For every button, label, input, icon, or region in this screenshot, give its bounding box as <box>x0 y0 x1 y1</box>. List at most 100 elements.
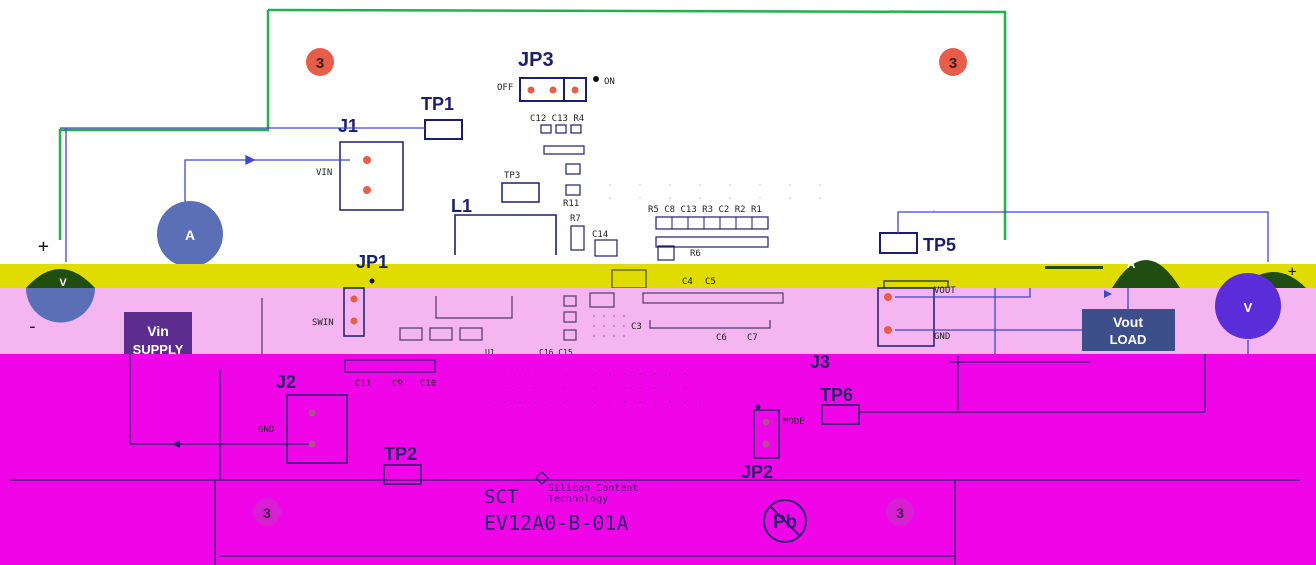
component-c12-c13-r4: C12 C13 R4 R11 <box>530 114 585 209</box>
jp3-off-label: OFF <box>497 83 513 93</box>
arrow-gnd <box>172 440 180 448</box>
connector-j2: J2 GND <box>258 372 348 464</box>
tp3-label: TP3 <box>504 171 520 181</box>
wires-right-upper <box>897 211 1269 262</box>
voltmeter-in-minus: - <box>27 316 38 337</box>
board-edge-top <box>267 8 1007 240</box>
j3-pin-top-label: VOUT <box>934 286 956 296</box>
board-lower-lines <box>10 354 1300 565</box>
jp3-pin-2 <box>549 86 557 94</box>
mounting-hole-label: 3 <box>896 505 904 521</box>
c14-label: C14 <box>592 230 608 240</box>
c12-c13-r4-label: C12 C13 R4 <box>530 114 584 124</box>
j3-pin-bottom-label: GND <box>934 332 950 342</box>
mounting-hole-tr: 3 <box>939 48 967 76</box>
voltmeter-input-body <box>26 288 95 323</box>
jp2-label: JP2 <box>741 462 773 482</box>
vin-supply-box: Vin SUPPLY <box>124 312 192 357</box>
tp5-label: TP5 <box>923 235 956 255</box>
jp2-pin-1 <box>762 418 770 426</box>
j3-label: J3 <box>810 352 830 372</box>
c10-label: C10 <box>420 379 436 389</box>
test-point-tp6: TP6 <box>820 385 860 425</box>
via-grid-magenta <box>488 372 702 404</box>
voltmeter-out-symbol: V <box>1244 300 1253 315</box>
pb-free-label: Pb <box>773 512 797 533</box>
jp3-on-marker <box>593 76 599 82</box>
test-point-tp5: TP5 <box>879 232 956 255</box>
j2-pin-2 <box>308 440 316 448</box>
jumper-jp2: MODE JP2 <box>741 404 805 482</box>
l1-label: L1 <box>451 196 472 216</box>
u1-label: U1 <box>485 348 495 357</box>
ammeter-input: A <box>157 201 223 267</box>
arrow-vout-top <box>1104 290 1112 298</box>
j3-pin-1 <box>884 293 892 301</box>
glitch-band-magenta-lower <box>0 536 1316 565</box>
inductor-l1: L1 <box>451 196 557 255</box>
wire-vin-to-ammeter <box>184 159 350 205</box>
j2-pin-1 <box>308 409 316 417</box>
tick-mark: - <box>932 207 936 215</box>
voltmeter-in-plus: + <box>38 236 49 257</box>
c11-label: C11 <box>355 379 371 389</box>
r6-label: R6 <box>690 249 701 259</box>
vin-supply-line2: SUPPLY <box>133 342 184 357</box>
vout-load-box: Vout LOAD <box>1082 309 1175 351</box>
test-point-tp2: TP2 <box>383 444 422 485</box>
mounting-hole-label: 3 <box>263 505 271 521</box>
company-name-line1: Silicon Content <box>548 483 638 494</box>
jp1-pin-1 <box>350 295 358 303</box>
pb-free-icon: Pb <box>763 499 807 543</box>
j3-pin-2 <box>884 326 892 334</box>
mounting-hole-label: 3 <box>949 55 957 72</box>
jp2-pin-label: MODE <box>783 417 805 427</box>
jp2-pin-2 <box>762 440 770 448</box>
jp3-pin-3 <box>571 86 579 94</box>
jp1-pin-2 <box>350 317 358 325</box>
jp3-on-label: ON <box>604 77 615 87</box>
tp2-label: TP2 <box>384 444 417 464</box>
c16-c15-label: C16 C15 <box>539 348 573 357</box>
vin-supply-line1: Vin <box>147 323 169 339</box>
ammeter-symbol: A <box>185 227 195 243</box>
via-grid-upper <box>609 184 821 199</box>
test-point-tp3: TP3 <box>501 171 540 203</box>
pink-band-components <box>261 292 784 354</box>
c7-label: C7 <box>747 333 758 343</box>
jumper-jp3: JP3 OFF ON <box>497 49 615 102</box>
j1-pin-label: VIN <box>316 168 332 178</box>
test-point-tp1: TP1 <box>421 94 463 140</box>
tp6-label: TP6 <box>820 385 853 405</box>
voltmeter-out-plus: + <box>1288 264 1296 280</box>
c4-label: C4 <box>682 277 693 287</box>
vout-load-line2: LOAD <box>1110 332 1147 347</box>
mounting-hole-tl: 3 <box>306 48 334 76</box>
company-name-line2: Technology <box>548 494 608 505</box>
ammeter-out-symbol-top: A <box>1127 257 1136 271</box>
glitch-olive-shapes <box>26 260 1306 288</box>
via-grid-pink <box>592 314 626 338</box>
mounting-hole-bl: 3 <box>253 498 281 526</box>
jp1-marker <box>369 278 375 284</box>
j2-pin-label: GND <box>258 425 274 435</box>
wires-right-pink <box>895 288 1249 354</box>
tp1-label: TP1 <box>421 94 454 114</box>
jp3-pin-1 <box>527 86 535 94</box>
j2-label: J2 <box>276 372 296 392</box>
sct-logo-text: SCT <box>484 486 518 508</box>
jp2-marker <box>755 404 761 410</box>
jp1-label: JP1 <box>356 252 388 272</box>
board-edge-left-upper <box>58 10 270 240</box>
r5-group-label: R5 C8 C13 R3 C2 R2 R1 <box>648 205 762 215</box>
c5-label: C5 <box>705 277 716 287</box>
sct-logo-mark <box>535 471 549 485</box>
connector-j1: J1 VIN <box>316 116 404 211</box>
vout-load-line1: Vout <box>1113 314 1143 330</box>
jp3-label: JP3 <box>518 49 554 71</box>
j1-pin-2 <box>363 186 371 194</box>
c11-c9-c10-footprint <box>344 359 436 373</box>
j1-pin-1 <box>363 156 371 164</box>
